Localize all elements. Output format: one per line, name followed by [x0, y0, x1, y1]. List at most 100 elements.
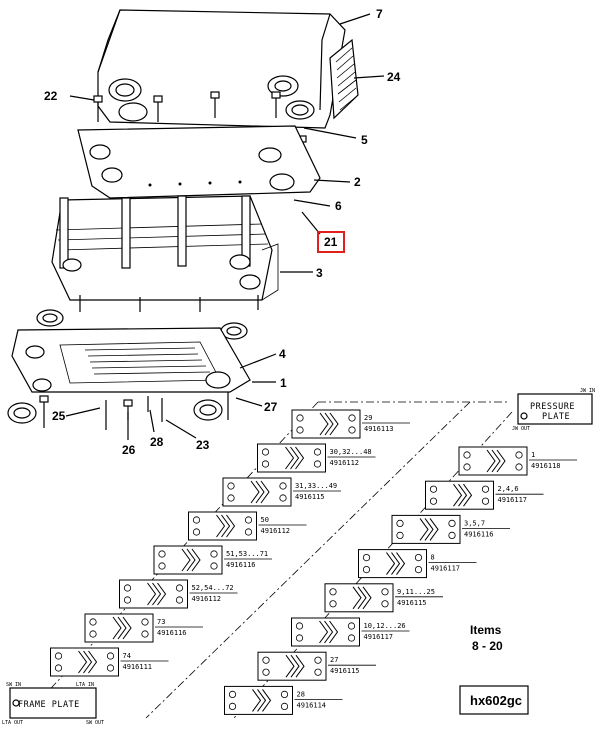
right-plate-4-part: 4916115	[397, 599, 427, 607]
port-icon	[313, 460, 322, 468]
figure-id-box: hx602gc	[459, 685, 529, 715]
port-icon	[106, 652, 115, 660]
chevron-icon	[486, 449, 496, 473]
port-icon	[54, 664, 63, 672]
chevron-icon	[112, 616, 122, 640]
callout-23: 23	[196, 438, 210, 452]
callout-7: 7	[376, 7, 383, 21]
left-plate-7: 74 4916111	[50, 647, 169, 677]
right-plate-0-items: 1	[531, 451, 535, 459]
jw-in-label: JW IN	[580, 388, 595, 394]
port-icon	[279, 494, 287, 502]
port-icon	[313, 448, 322, 456]
plate-stack-right: 149161182,4,649161173,5,7491611684916117…	[224, 446, 577, 715]
port-icon	[280, 702, 289, 711]
callout-1: 1	[280, 376, 287, 390]
chevron-icon	[352, 586, 362, 610]
port-icon	[381, 600, 389, 608]
callout-21: 21	[324, 235, 338, 249]
port-icon	[89, 618, 97, 626]
left-plate-0-part: 4916113	[364, 425, 394, 433]
leader-lines	[65, 13, 385, 440]
port-icon	[123, 596, 132, 604]
chevron-icon	[285, 654, 295, 678]
pressure-plate-label-2: PLATE	[542, 412, 570, 422]
port-icon	[347, 622, 356, 630]
left-plate-5-part: 4916112	[192, 595, 222, 603]
callout-3: 3	[316, 266, 323, 280]
port-icon	[262, 668, 270, 676]
port-icon	[515, 451, 523, 459]
items-note: Items 8 - 20	[470, 623, 503, 653]
port-icon	[348, 414, 356, 422]
port-icon	[227, 482, 235, 490]
right-plate-6-items: 27	[330, 656, 338, 664]
port-icon	[362, 565, 371, 574]
port-icon	[347, 634, 356, 642]
port-icon	[481, 497, 490, 505]
port-icon	[448, 531, 456, 540]
callout-labels: 7 24 22 5 2 6 21 3 4 1 27 25 26 28 23	[44, 7, 401, 457]
right-plate-3-part: 4916117	[431, 565, 461, 573]
port-icon	[192, 528, 201, 536]
port-icon	[396, 519, 404, 528]
port-icon	[192, 516, 201, 524]
chevron-icon	[147, 582, 157, 606]
bottom-fittings	[7, 392, 229, 430]
callout-26: 26	[122, 443, 136, 457]
port-icon	[89, 630, 97, 638]
port-icon	[429, 497, 438, 505]
port-icon	[481, 485, 490, 493]
port-icon	[54, 652, 63, 660]
left-plate-6-part: 4916116	[157, 629, 187, 637]
pressure-plate-label-1: PRESSURE	[530, 402, 575, 412]
port-icon	[329, 600, 337, 608]
port-icon	[296, 426, 304, 434]
right-plate-7: 28 4916114	[224, 685, 343, 715]
port-icon	[314, 668, 322, 676]
port-icon	[227, 494, 235, 502]
pressure-plate: PRESSURE PLATE JW IN JW OUT	[512, 388, 595, 432]
port-icon	[106, 664, 115, 672]
port-icon	[429, 485, 438, 493]
port-icon	[141, 630, 149, 638]
left-plate-5-items: 52,54...72	[192, 584, 234, 592]
callout-24: 24	[387, 70, 401, 84]
left-plate-7-items: 74	[123, 652, 131, 660]
port-icon	[314, 656, 322, 664]
right-plate-7-part: 4916114	[297, 701, 327, 709]
chevron-icon	[216, 514, 226, 538]
port-icon	[295, 622, 304, 630]
lta-in-label: LTA IN	[76, 682, 94, 688]
right-plate-5-items: 10,12...26	[364, 622, 406, 630]
port-icon	[295, 634, 304, 642]
port-icon	[448, 519, 456, 528]
chevron-icon	[319, 412, 329, 436]
right-plate-1-part: 4916117	[498, 496, 528, 504]
callout-4: 4	[279, 347, 286, 361]
right-plate-0-part: 4916118	[531, 462, 561, 470]
port-icon	[279, 482, 287, 490]
right-plate-7-items: 28	[297, 690, 305, 698]
chevron-icon	[78, 650, 88, 674]
port-icon	[463, 451, 471, 459]
left-plate-7-part: 4916111	[123, 663, 153, 671]
port-icon	[348, 426, 356, 434]
port-icon	[396, 531, 404, 540]
callout-22: 22	[44, 89, 58, 103]
port-icon	[362, 553, 371, 562]
callout-6: 6	[335, 199, 342, 213]
right-plate-2-items: 3,5,7	[464, 519, 485, 527]
port-icon	[175, 596, 184, 604]
port-icon	[414, 565, 423, 574]
port-icon	[296, 414, 304, 422]
chevron-icon	[181, 548, 191, 572]
port-icon	[158, 550, 166, 558]
